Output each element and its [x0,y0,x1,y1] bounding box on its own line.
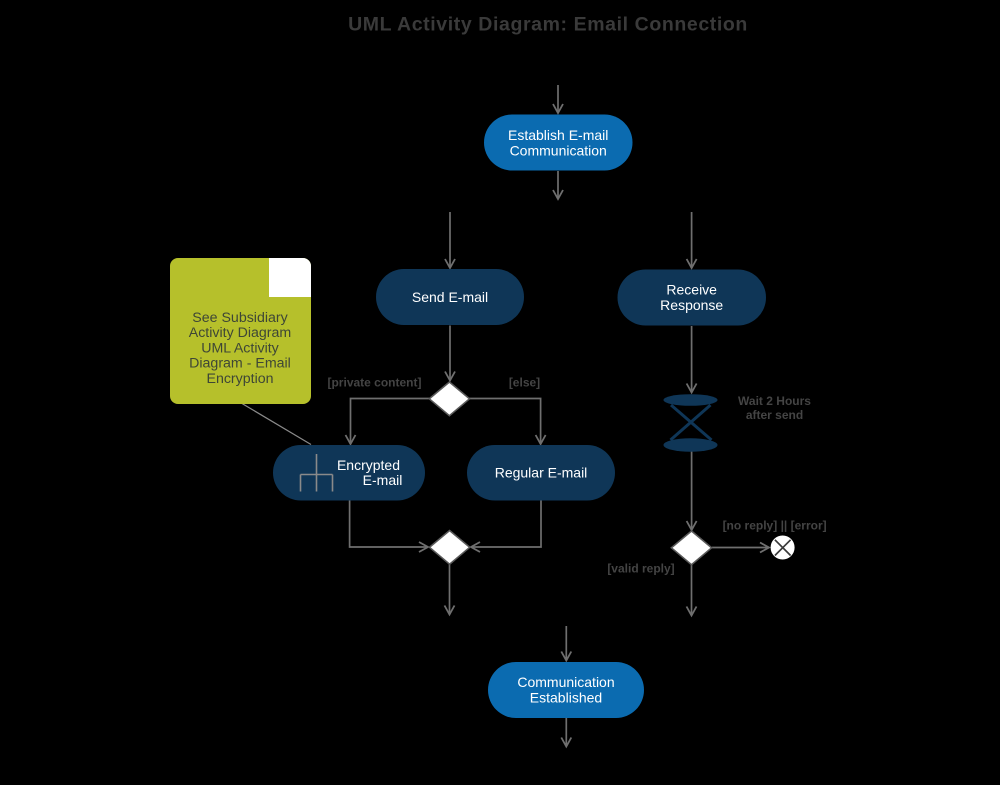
svg-text:Encryption: Encryption [206,371,273,387]
svg-text:Receive: Receive [666,282,717,298]
svg-text:Encrypted: Encrypted [337,457,400,473]
svg-text:Diagram - Email: Diagram - Email [189,356,291,372]
svg-text:Wait 2 Hours: Wait 2 Hours [738,394,811,408]
svg-text:Established: Established [530,689,602,705]
svg-text:[no reply] || [error]: [no reply] || [error] [723,519,827,533]
svg-text:[else]: [else] [509,375,540,389]
svg-text:Communication: Communication [510,142,607,158]
svg-text:Activity Diagram: Activity Diagram [189,325,292,341]
svg-text:Send E-mail: Send E-mail [412,289,488,305]
svg-text:See Subsidiary: See Subsidiary [192,310,288,326]
svg-text:Establish E-mail: Establish E-mail [508,127,608,143]
svg-text:UML Activity Diagram: Email Co: UML Activity Diagram: Email Connection [348,14,748,36]
svg-text:Regular E-mail: Regular E-mail [495,465,588,481]
svg-text:after send: after send [746,408,803,422]
svg-text:[private content]: [private content] [327,375,421,389]
svg-text:Response: Response [660,297,723,313]
svg-text:[valid reply]: [valid reply] [607,561,674,575]
svg-text:E-mail: E-mail [363,472,403,488]
svg-text:Communication: Communication [517,674,614,690]
svg-text:UML Activity: UML Activity [201,340,279,356]
